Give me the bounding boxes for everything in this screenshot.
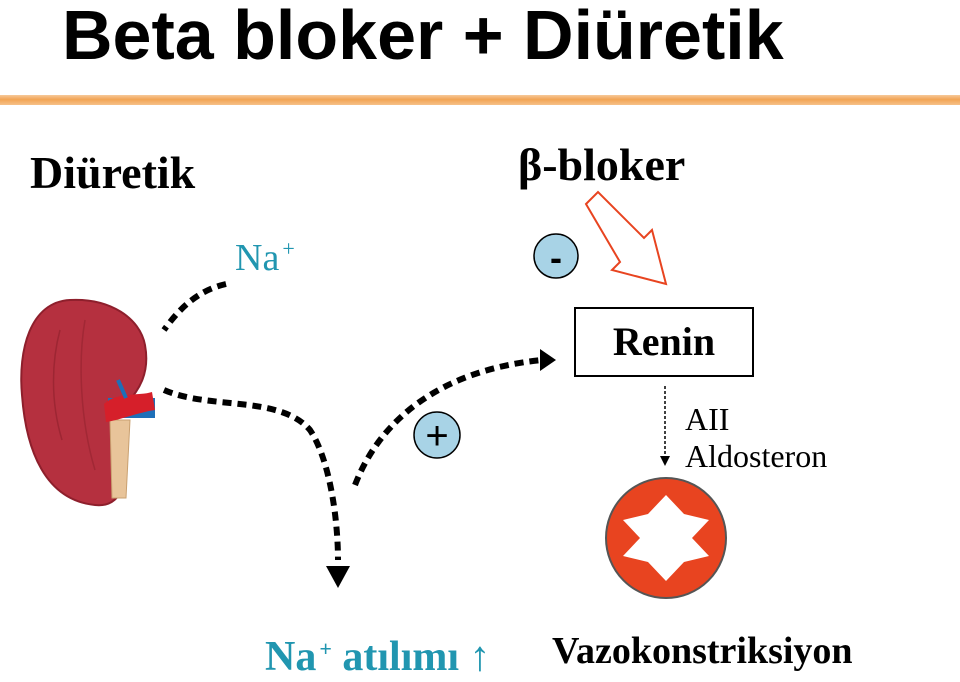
na-ion-charge: + — [282, 236, 295, 261]
vazokonstriksiyon-label: Vazokonstriksiyon — [552, 630, 853, 672]
na-ion-text: Na — [235, 237, 280, 279]
na-excretion-charge: + — [319, 636, 332, 661]
na-excretion-label: Na+ atılımı ↑ — [265, 624, 491, 682]
minus-sign: - — [550, 237, 562, 278]
renin-label: Renin — [612, 319, 716, 364]
beta-bloker-label: β-bloker — [518, 139, 686, 190]
dotted-arrow-to-renin — [352, 357, 543, 487]
na-excretion-ion: Na — [265, 634, 317, 680]
dotted-arrow-na-excretion — [162, 387, 341, 561]
diuretik-label: Diüretik — [30, 147, 196, 198]
page-title: Beta bloker + Diüretik — [62, 0, 784, 74]
ureter — [109, 419, 131, 499]
plus-sign-circle — [413, 411, 461, 459]
vessel-cross-section-icon — [605, 477, 727, 599]
arrowhead-down — [326, 566, 350, 588]
blood-vessel-icon — [104, 379, 155, 422]
hollow-arrow-icon — [584, 190, 668, 286]
title-underline — [0, 95, 960, 105]
renin-box: Renin — [574, 307, 754, 377]
na-excretion-text: atılımı — [342, 634, 460, 680]
plus-sign: + — [425, 414, 448, 458]
minus-sign-circle — [533, 233, 579, 279]
arrowhead-right — [540, 349, 556, 371]
thin-arrowhead — [660, 456, 670, 466]
aldosteron-label: Aldosteron — [685, 438, 828, 474]
aii-label: AII — [685, 401, 730, 437]
increase-arrow-icon: ↑ — [469, 634, 491, 680]
dotted-arrow-na-reabsorption — [161, 281, 227, 332]
na-ion-label: Na+ — [235, 228, 295, 279]
